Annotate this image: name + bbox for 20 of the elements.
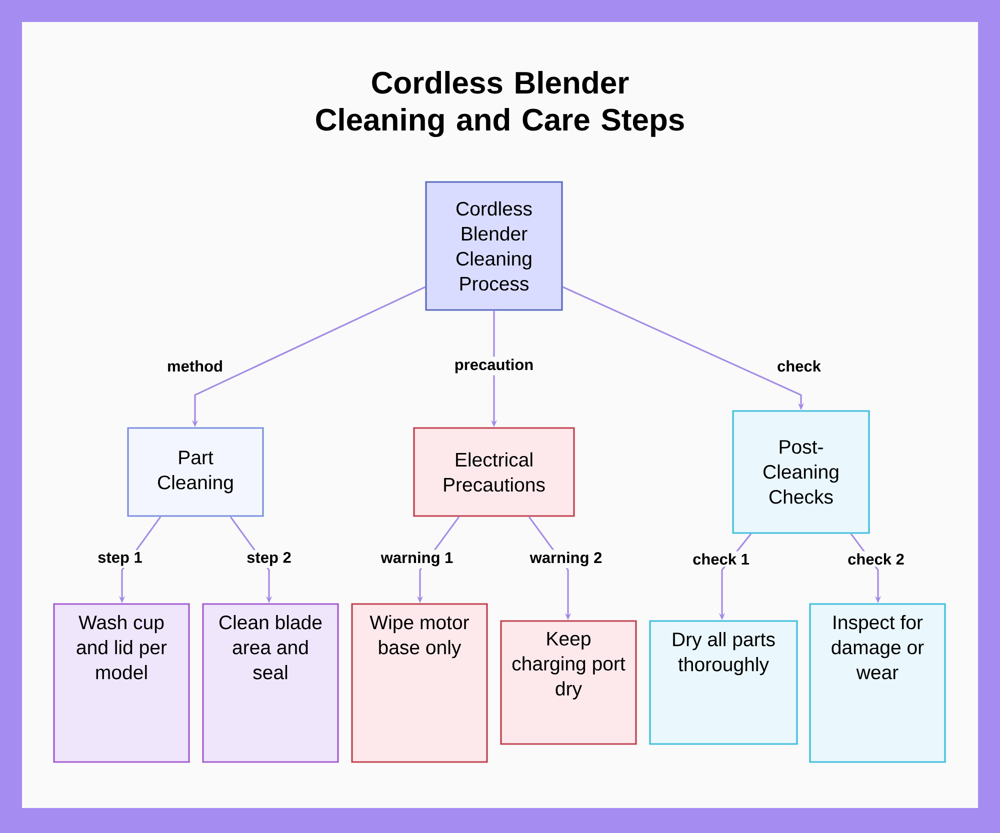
- edge-label: step 1: [96, 550, 144, 568]
- process-box: Cordless Blender Cleaning Process: [425, 181, 563, 311]
- edge-label: method: [165, 358, 225, 374]
- step-box: Keep charging port dry: [500, 620, 637, 745]
- title: Cordless Blender Cleaning and Care Steps: [316, 70, 684, 137]
- category-box: Post-Cleaning Checks: [732, 410, 870, 534]
- edge-label: warning 2: [528, 550, 604, 568]
- edge-label: check 1: [690, 551, 752, 567]
- category-box: Part Cleaning: [127, 427, 264, 517]
- step-box: Clean blade area and seal: [202, 603, 339, 763]
- step-box: Dry all parts thoroughly: [649, 620, 798, 745]
- edge-label: check 2: [846, 551, 906, 567]
- step-box: Wash cup and lid per model: [53, 603, 190, 763]
- edge-label: step 2: [244, 550, 294, 568]
- step-box: Inspect for damage or wear: [809, 603, 946, 763]
- edge-label: check: [775, 358, 823, 374]
- edge-label: precaution: [452, 356, 536, 376]
- category-box: Electrical Precautions: [413, 427, 575, 517]
- step-box: Wipe motor base only: [351, 603, 488, 763]
- edge-label: warning 1: [378, 550, 456, 568]
